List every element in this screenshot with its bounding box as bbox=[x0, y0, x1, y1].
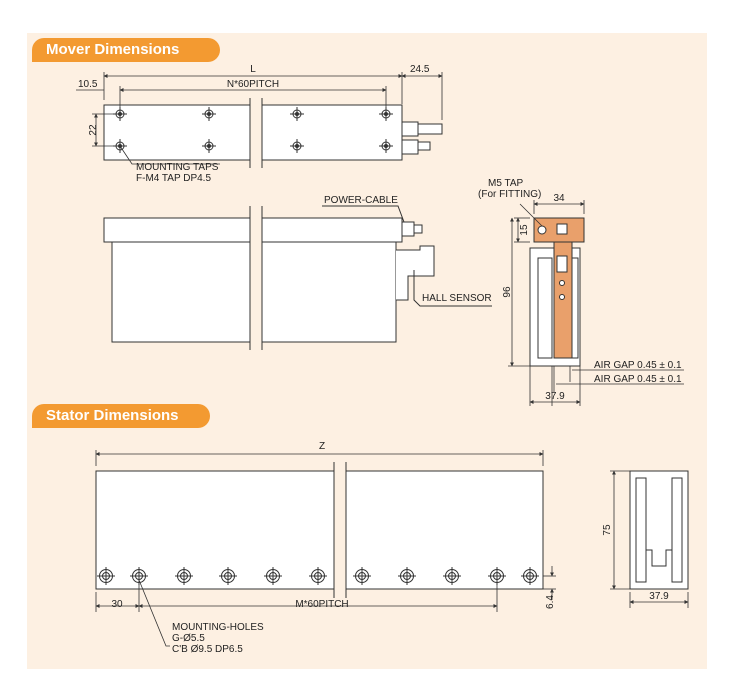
dim-75-label: 75 bbox=[602, 524, 613, 536]
dim-15-label: 15 bbox=[519, 224, 530, 236]
hole bbox=[264, 567, 282, 585]
mounting-taps-label-1: MOUNTING TAPS bbox=[136, 162, 219, 173]
dim-37-9-mover-label: 37.9 bbox=[545, 391, 565, 402]
dim-left-offset-label: 10.5 bbox=[78, 79, 98, 90]
hole bbox=[219, 567, 237, 585]
hole bbox=[175, 567, 193, 585]
dim-34-label: 34 bbox=[553, 193, 565, 204]
dim-37-9-stator-label: 37.9 bbox=[649, 591, 669, 602]
hole bbox=[130, 567, 148, 585]
m5-tap-label-1: M5 TAP bbox=[488, 178, 524, 189]
stator-view bbox=[95, 462, 544, 598]
hole bbox=[97, 567, 115, 585]
hole bbox=[521, 567, 539, 585]
tap bbox=[290, 139, 304, 153]
dim-stator-pitch-label: M*60PITCH bbox=[295, 599, 348, 610]
dim-L-label: L bbox=[250, 64, 256, 75]
dim-height-label: 22 bbox=[88, 124, 99, 136]
hole bbox=[309, 567, 327, 585]
dim-Z-label: Z bbox=[319, 441, 325, 452]
stator-end-dimensions bbox=[610, 470, 689, 608]
dim-right-offset-label: 24.5 bbox=[410, 64, 430, 75]
dim-6-4-label: 6.4 bbox=[545, 595, 556, 609]
hole bbox=[443, 567, 461, 585]
mounting-taps bbox=[113, 107, 393, 153]
stator-end-view bbox=[629, 470, 689, 590]
mover-end-view bbox=[529, 217, 585, 367]
dim-30-label: 30 bbox=[111, 599, 123, 610]
hall-sensor-label: HALL SENSOR bbox=[422, 293, 492, 304]
mounting-holes-label-2: G-Ø5.5 bbox=[172, 633, 205, 644]
mounting-taps-label-2: F-M4 TAP DP4.5 bbox=[136, 173, 211, 184]
mounting-holes-label-1: MOUNTING-HOLES bbox=[172, 622, 264, 633]
tap bbox=[379, 139, 393, 153]
mover-top-view bbox=[103, 98, 443, 168]
mover-section-title: Mover Dimensions bbox=[32, 38, 220, 62]
mover-top-dimensions bbox=[76, 72, 443, 165]
mover-side-view bbox=[103, 205, 492, 350]
air-gap-label-2: AIR GAP 0.45 ± 0.1 bbox=[594, 374, 682, 385]
stator-section-title: Stator Dimensions bbox=[32, 404, 210, 428]
hole bbox=[488, 567, 506, 585]
stator-mounting-holes bbox=[97, 567, 539, 585]
tap bbox=[202, 139, 216, 153]
stator-dimensions bbox=[95, 450, 556, 647]
hole bbox=[398, 567, 416, 585]
tap bbox=[202, 107, 216, 121]
power-cable-label: POWER-CABLE bbox=[324, 195, 398, 206]
m5-tap-label-2: (For FITTING) bbox=[478, 189, 541, 200]
mounting-holes-label-3: C'B Ø9.5 DP6.5 bbox=[172, 644, 243, 655]
air-gap-label-1: AIR GAP 0.45 ± 0.1 bbox=[594, 360, 682, 371]
tap bbox=[113, 107, 127, 121]
end-view-dimensions bbox=[508, 200, 684, 406]
tap bbox=[290, 107, 304, 121]
hole bbox=[353, 567, 371, 585]
tap bbox=[379, 107, 393, 121]
dim-pitch-label: N*60PITCH bbox=[227, 79, 279, 90]
dim-96-label: 96 bbox=[502, 286, 513, 298]
